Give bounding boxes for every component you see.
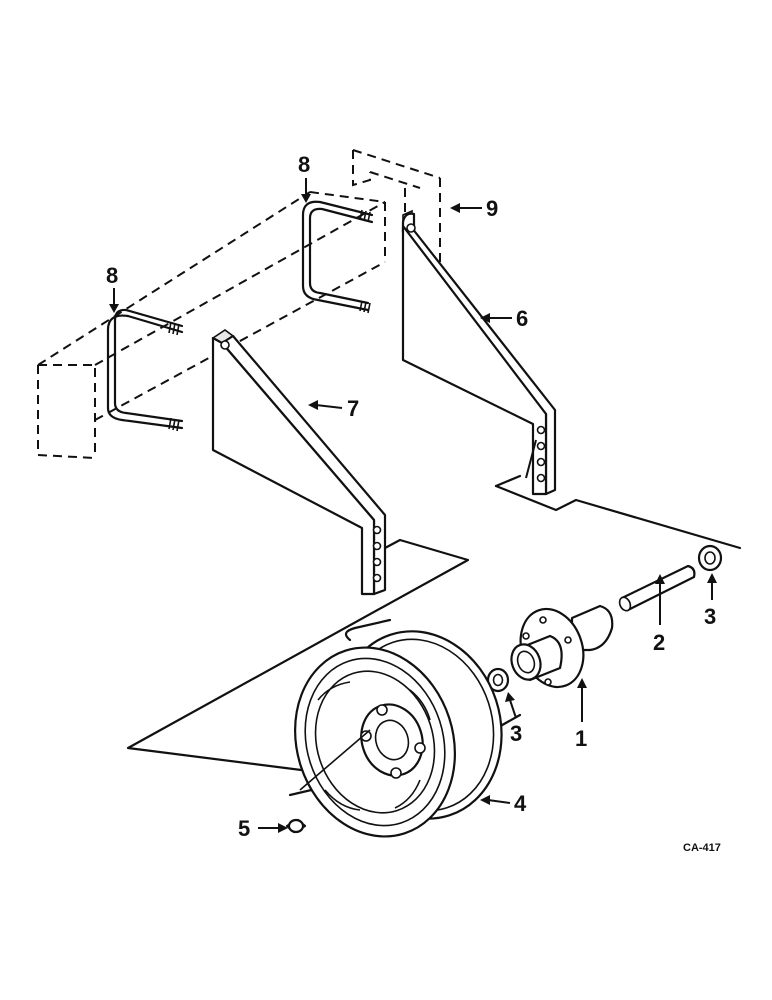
callout-4: 4 (514, 791, 527, 816)
callout-8-upper: 8 (298, 152, 310, 177)
u-bolt-lower-threads (168, 321, 180, 432)
wheel-hub (510, 604, 614, 689)
callout-6: 6 (516, 306, 528, 331)
callout-1: 1 (575, 726, 587, 751)
frame-beam-outline (37, 191, 386, 459)
leader-lines (109, 178, 717, 833)
left-bracket-plate (211, 329, 387, 596)
u-bolt-upper (301, 200, 374, 314)
u-bolt-upper-threads (359, 209, 371, 314)
callout-3-right: 3 (704, 604, 716, 629)
callout-2: 2 (653, 630, 665, 655)
callout-7: 7 (347, 396, 359, 421)
wheel-bolt (285, 818, 307, 834)
wheel-rim (294, 618, 503, 838)
axle-pin (618, 564, 696, 612)
callout-8-lower: 8 (106, 263, 118, 288)
u-bolt-lower (106, 308, 184, 432)
reference-code: CA-417 (683, 842, 721, 854)
callout-9: 9 (486, 196, 498, 221)
mounting-bracket-outline (352, 149, 441, 285)
bearing-right (697, 544, 723, 572)
callout-5: 5 (238, 816, 250, 841)
right-bracket-plate (401, 209, 557, 496)
bearing-left (486, 667, 510, 693)
callout-3-left: 3 (510, 721, 522, 746)
